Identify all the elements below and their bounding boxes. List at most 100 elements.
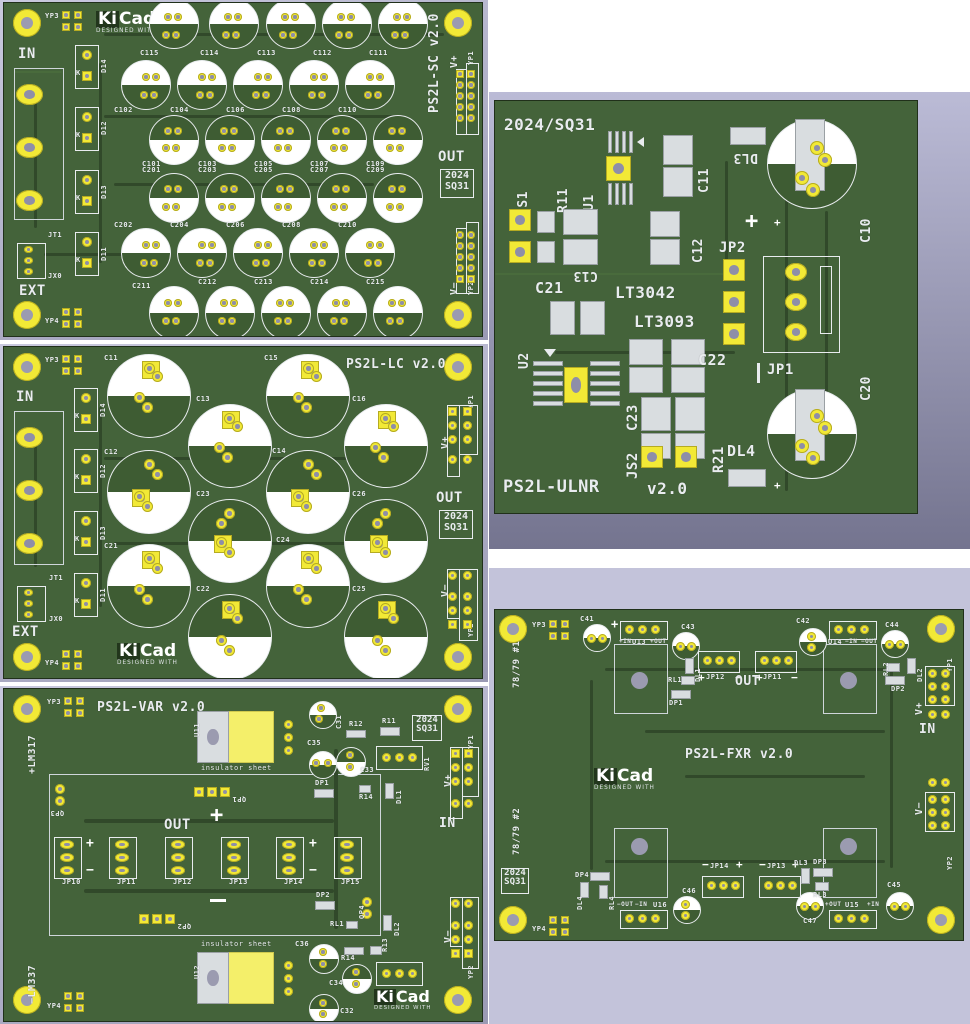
trimmer-rv1[interactable]: [376, 746, 423, 770]
cap-c32: [309, 994, 339, 1021]
diode-dl1: [385, 783, 394, 799]
res-r12: [346, 730, 366, 738]
diode-dl2: [907, 658, 916, 674]
diode-dp1: [671, 690, 691, 699]
cap-c11: [663, 135, 693, 165]
label-in: IN: [18, 46, 36, 62]
label-v-plus: V+: [449, 54, 460, 68]
board-ps2l-ulnr[interactable]: 2024/SQ31 U1 R11 JS1 C13 C11: [495, 101, 917, 513]
label-r21: R21: [711, 446, 727, 473]
label-yp4: YP4: [532, 925, 547, 933]
board-title: PS2L-SC v2.0: [427, 13, 442, 113]
label-yp4: YP4: [45, 659, 60, 667]
res-rl2: [886, 663, 900, 672]
trimmer-rv2[interactable]: [376, 962, 423, 986]
kicad-logo-cad: Cad: [119, 9, 156, 29]
board-title: PS2L-FXR v2.0: [685, 747, 794, 762]
label-jp1: JP1: [767, 362, 794, 378]
pad-jx0-1[interactable]: [24, 246, 33, 253]
diode-dp3: [813, 868, 833, 877]
board-ps2l-fxr[interactable]: YP3 YP4 78/79 #1 78/79 #2 2024 SQ31 PS2L…: [495, 610, 963, 940]
terminal-in-2[interactable]: [16, 137, 43, 158]
label-js2: JS2: [625, 452, 641, 479]
label-yp3: YP3: [47, 698, 62, 706]
mount-hole-tr: [444, 695, 472, 723]
label-c13: C13: [573, 268, 598, 283]
label-c20: C20: [859, 376, 874, 401]
pad-jx0-2[interactable]: [24, 257, 33, 264]
diode-dp1: [314, 789, 334, 798]
board-title: PS2L-VAR v2.0: [97, 700, 206, 715]
board-ps2l-var[interactable]: YP3 YP4 PS2L-VAR v2.0 +LM317 −LM337 U11 …: [4, 689, 482, 1021]
kicad-logo-cad: Cad: [617, 766, 654, 786]
kicad-logo-tagline: DESIGNED WITH: [117, 660, 178, 666]
pad-jx0-2[interactable]: [24, 600, 33, 607]
label-dl4: DL4: [727, 442, 756, 460]
board-ps2l-lc[interactable]: YP3 YP4 PS2L-LC v2.0 IN JT1 JX0 EXT K D1…: [4, 347, 482, 678]
date-code-box: 2024 SQ31: [439, 510, 473, 539]
board-version: v2.0: [647, 479, 688, 498]
label-lt3093: LT3093: [634, 312, 695, 331]
cap-c33: [336, 747, 366, 777]
pad-jx0-3[interactable]: [24, 611, 33, 618]
mount-hole-br: [444, 643, 472, 671]
panel-ps2l-fxr: YP3 YP4 78/79 #1 78/79 #2 2024 SQ31 PS2L…: [489, 568, 970, 1024]
kicad-logo-ki: Ki: [374, 987, 396, 1006]
kicad-logo-tagline: DESIGNED WITH: [594, 785, 655, 791]
label-c10: C10: [859, 218, 874, 243]
terminal-in-3[interactable]: [16, 190, 43, 211]
kicad-logo-tagline: DESIGNED WITH: [96, 28, 157, 34]
label-lt3042: LT3042: [615, 283, 676, 302]
kicad-logo-cad: Cad: [395, 987, 430, 1006]
diode-dl4: [728, 469, 766, 487]
mount-hole-bl: [13, 301, 41, 329]
label-in: IN: [16, 389, 34, 405]
diode-dl3: [801, 868, 810, 884]
date-code-box: 2024 SQ31: [412, 715, 442, 741]
diode-dl4: [580, 882, 589, 898]
mount-hole-br: [444, 986, 472, 1014]
res-rl2: [346, 921, 358, 929]
pad-jx0-1[interactable]: [24, 589, 33, 596]
mount-hole-tl: [13, 695, 41, 723]
label-yp3: YP3: [532, 621, 547, 629]
mount-hole-tl: [13, 353, 41, 381]
label-jx0: JX0: [49, 615, 64, 623]
label-c11: C11: [697, 168, 712, 193]
terminal-in-3[interactable]: [16, 533, 43, 554]
date-code-inline: 2024/SQ31: [504, 115, 596, 134]
res-r11: [380, 727, 400, 736]
res-rl3: [815, 882, 829, 891]
cap-c22: [629, 339, 663, 365]
label-yp4: YP4: [47, 1002, 62, 1010]
mount-hole-tr: [444, 9, 472, 37]
terminal-in-1[interactable]: [16, 427, 43, 448]
diode-dp4: [590, 872, 610, 881]
mount-hole-tl: [13, 9, 41, 37]
date-code-year: 2024: [443, 511, 469, 522]
label-c12: C12: [691, 238, 706, 263]
diode-dp2: [885, 676, 905, 685]
label-yp4: YP4: [45, 317, 60, 325]
label-jt1: JT1: [49, 574, 64, 582]
res-rl1: [681, 676, 695, 685]
terminal-in-2[interactable]: [16, 480, 43, 501]
pad-jx0-3[interactable]: [24, 268, 33, 275]
terminal-in-1[interactable]: [16, 84, 43, 105]
date-code-lot: SQ31: [444, 180, 470, 192]
header-3pin[interactable]: [763, 256, 840, 353]
panel-ps2l-var: YP3 YP4 PS2L-VAR v2.0 +LM317 −LM337 U11 …: [0, 686, 488, 1024]
kicad-logo-cad: Cad: [140, 641, 177, 661]
mount-hole-bl: [13, 986, 41, 1014]
label-ext: EXT: [12, 624, 39, 640]
mount-hole-tr: [444, 353, 472, 381]
label-in: IN: [919, 722, 936, 737]
label-yp3: YP3: [45, 12, 60, 20]
date-code-year: 2024: [444, 170, 470, 181]
label-yp2: YP2: [946, 855, 954, 870]
edge-label-7879-2: 78/79 #2: [512, 807, 522, 855]
